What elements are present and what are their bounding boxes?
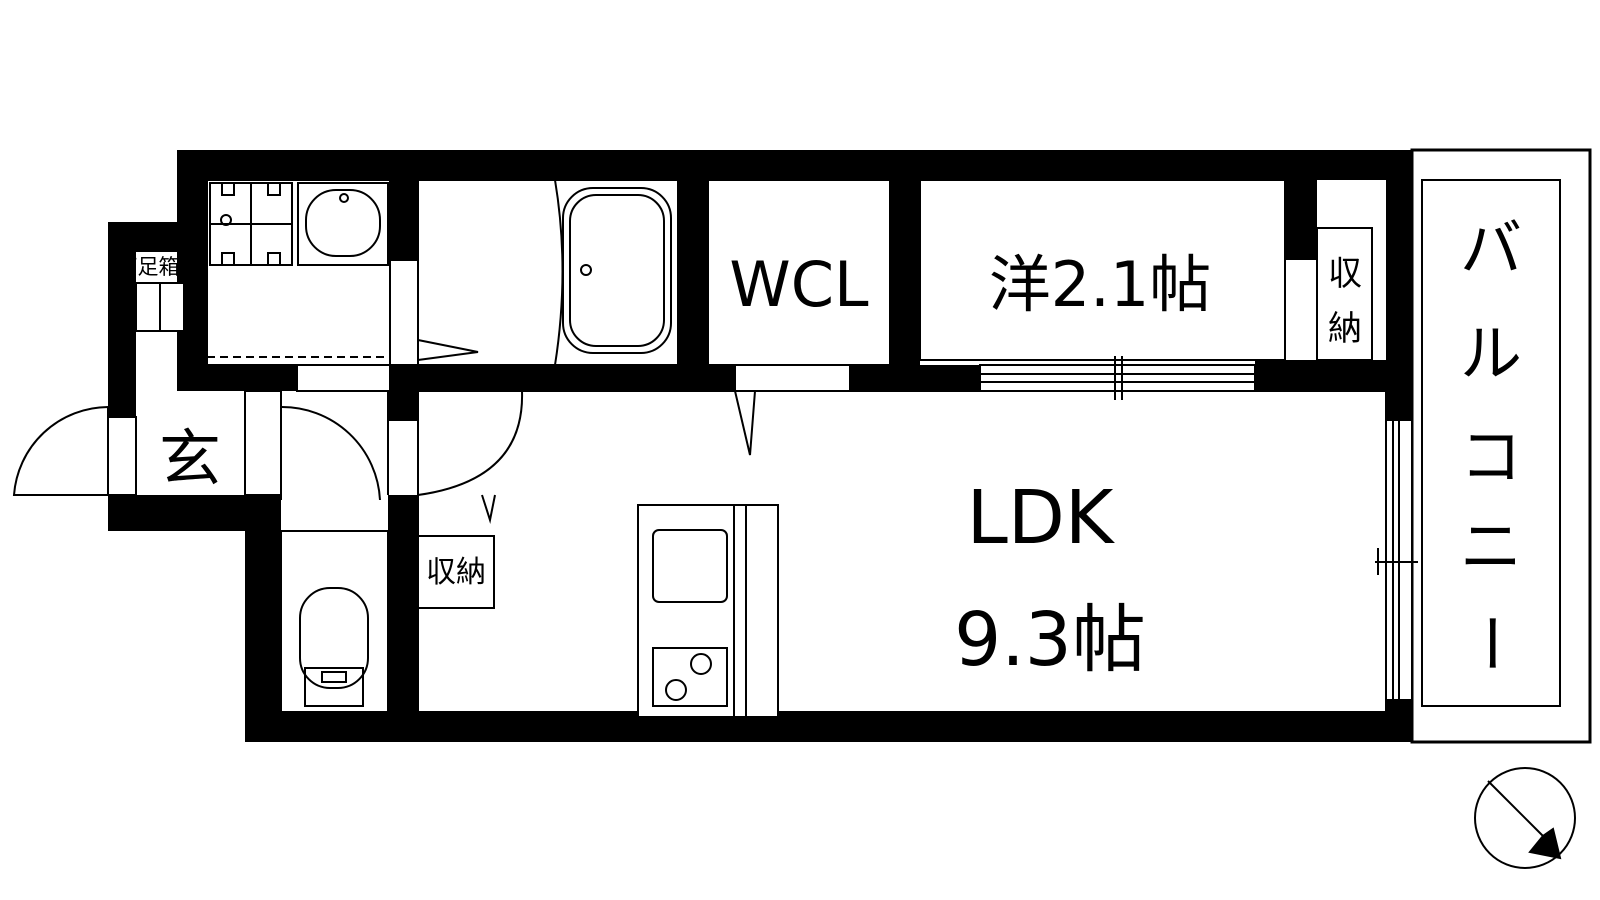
counter-line xyxy=(207,356,391,392)
wcl-door xyxy=(734,364,851,456)
compass-icon xyxy=(1474,767,1576,869)
shoe-box-label: 下足箱 xyxy=(117,255,180,279)
hall-storage-label: 収納 xyxy=(426,555,486,590)
ldk-window xyxy=(1375,419,1418,701)
kitchen-counter xyxy=(637,504,779,718)
entrance-label: 玄 xyxy=(159,422,221,495)
ldk-name-label: LDK xyxy=(967,475,1116,561)
balcony-label-4: ニ xyxy=(1460,510,1522,583)
bathtub-icon xyxy=(554,179,672,366)
bedroom-door xyxy=(979,356,1256,400)
entrance-door xyxy=(12,405,137,496)
shoe-box xyxy=(135,282,185,332)
balcony-label-5: ー xyxy=(1454,612,1527,674)
balcony-label-2: ル xyxy=(1460,317,1522,390)
washbasin xyxy=(297,182,389,266)
toilet-icon xyxy=(299,587,369,707)
bedroom-storage-label-1: 収 xyxy=(1328,254,1362,294)
balcony xyxy=(1410,148,1592,744)
inner-door xyxy=(244,390,524,524)
bath-door xyxy=(389,259,479,366)
washing-machine xyxy=(209,182,293,266)
stove-icon xyxy=(665,653,712,701)
balcony-label-3: コ xyxy=(1460,420,1522,493)
ldk-size-label: 9.3帖 xyxy=(954,597,1146,683)
western-room-label: 洋2.1帖 xyxy=(989,248,1212,321)
bedroom-storage-label-2: 納 xyxy=(1328,309,1362,349)
balcony-label-1: バ xyxy=(1460,212,1522,285)
wcl-label: WCL xyxy=(729,248,869,321)
interiors xyxy=(206,179,1387,713)
